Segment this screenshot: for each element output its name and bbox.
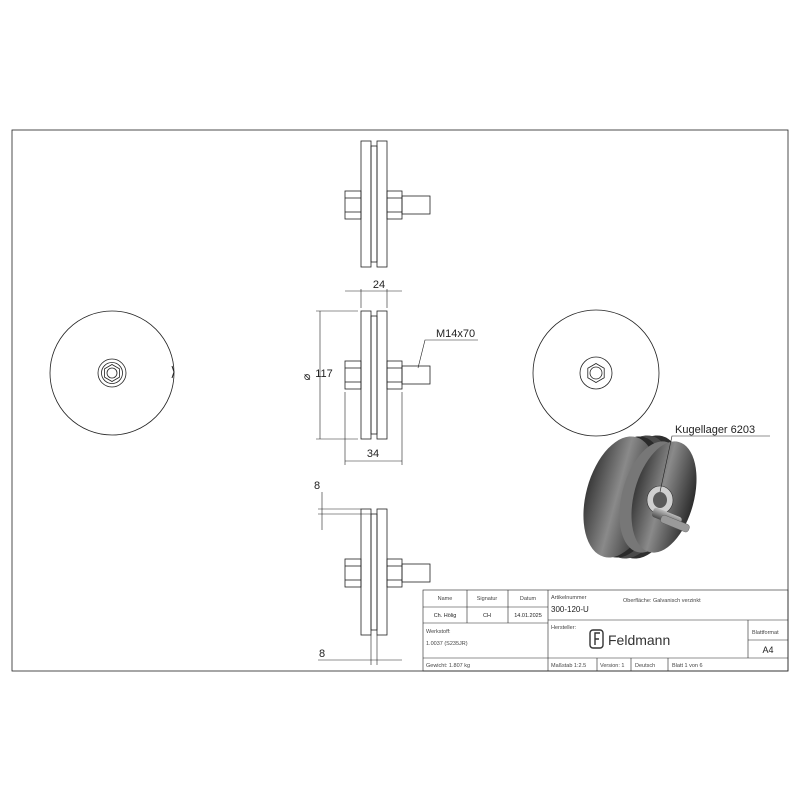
dimension-lines-bottom <box>318 492 402 665</box>
diameter-symbol: ⌀ <box>301 373 313 380</box>
tb-format-value: A4 <box>762 645 773 655</box>
side-view-top <box>344 140 431 268</box>
tb-weight: Gewicht: 1.807 kg <box>426 663 470 669</box>
tb-header-name: Name <box>438 596 453 602</box>
title-block <box>422 589 789 672</box>
side-view-bottom <box>344 508 431 636</box>
tb-value-name: Ch. Hölig <box>434 613 457 619</box>
dimension-width-top: 24 <box>373 279 385 291</box>
tb-article-label: Artikelnummer <box>551 595 587 601</box>
tb-article-number: 300-120-U <box>551 605 589 614</box>
tb-value-signature: CH <box>483 613 491 619</box>
tb-value-date: 14.01.2025 <box>514 613 542 619</box>
front-view-left <box>49 310 175 436</box>
tb-scale: Maßstab 1:2.5 <box>551 663 586 669</box>
isometric-view <box>583 435 697 559</box>
tb-sheet: Blatt 1 von 6 <box>672 663 703 669</box>
side-view-middle <box>344 310 431 440</box>
front-view-right <box>532 309 660 437</box>
bearing-callout: Kugellager 6203 <box>675 424 755 436</box>
feldmann-logo-icon <box>589 629 604 649</box>
tb-material-label: Werkstoff: <box>426 629 451 635</box>
tb-format-label: Blattformat <box>752 630 779 636</box>
drawing-frame <box>11 129 789 672</box>
dimension-lines-middle <box>316 289 478 465</box>
tb-brand: Feldmann <box>608 632 670 648</box>
tb-surface: Oberfläche: Galvanisch verzinkt <box>623 598 701 604</box>
tb-language: Deutsch <box>635 663 655 669</box>
thread-label: M14x70 <box>436 328 475 340</box>
tb-header-date: Datum <box>520 596 537 602</box>
tb-material-value: 1.0037 (S235JR) <box>426 641 468 647</box>
dimension-width-bottom: 34 <box>367 448 379 460</box>
dimension-diameter: 117 <box>315 368 333 380</box>
dimension-groove: 8 <box>314 480 320 492</box>
tb-header-signature: Signatur <box>477 596 498 602</box>
tb-version: Version: 1 <box>600 663 624 669</box>
dimension-flange: 8 <box>319 648 325 660</box>
tb-manufacturer-label: Hersteller: <box>551 625 577 631</box>
bearing-leader-line <box>659 435 770 493</box>
